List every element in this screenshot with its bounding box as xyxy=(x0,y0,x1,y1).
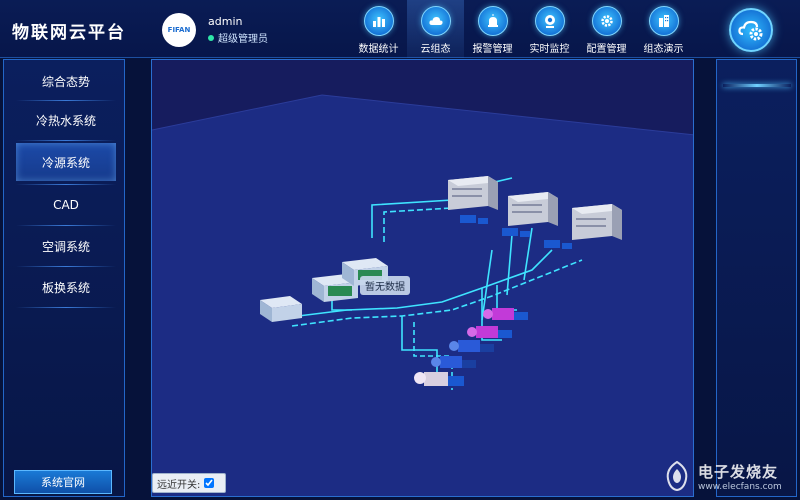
plant-3d-scene xyxy=(152,60,693,496)
right-panel xyxy=(716,59,797,497)
bar-chart-icon xyxy=(363,6,394,36)
cloud-settings-button[interactable] xyxy=(729,8,773,52)
cooling-tower xyxy=(448,176,498,210)
gear-icon xyxy=(591,6,622,36)
nav-label: 实时监控 xyxy=(529,44,570,55)
distance-switch-checkbox[interactable] xyxy=(204,478,215,488)
main-return-pipe xyxy=(291,259,583,327)
watermark: 电子发烧友 www.elecfans.com xyxy=(660,455,796,497)
water-pump xyxy=(467,326,512,338)
left-sidebar: 综合态势 冷热水系统 冷源系统 CAD 空调系统 板换系统 xyxy=(3,59,125,497)
user-role: 超级管理员 xyxy=(208,30,268,45)
watermark-brand: 电子发烧友 xyxy=(698,462,779,481)
system-website-button[interactable]: 系统官网 xyxy=(14,470,112,494)
brand-logo-icon xyxy=(666,460,688,492)
nav-label: 云组态 xyxy=(420,44,451,55)
alarm-icon xyxy=(477,6,508,36)
watermark-url: www.elecfans.com xyxy=(698,481,782,492)
building-icon xyxy=(648,6,679,36)
riser-pipe xyxy=(506,234,513,296)
distance-switch: 远近开关: xyxy=(152,473,226,493)
sidebar-item-hot-cold-water[interactable]: 冷热水系统 xyxy=(35,113,96,128)
wall-edge xyxy=(321,94,693,136)
nav-item-realtime-monitor[interactable]: 实时监控 xyxy=(521,0,578,58)
cloud-gear-icon xyxy=(738,20,763,41)
nav-label: 配置管理 xyxy=(586,44,627,55)
chiller-unit xyxy=(260,296,302,322)
sidebar-item-overview[interactable]: 综合态势 xyxy=(41,74,90,89)
cooling-tower xyxy=(572,204,622,240)
user-role-label: 超级管理员 xyxy=(218,34,268,45)
branch-pipe xyxy=(413,322,453,390)
wall-edge xyxy=(152,94,323,131)
no-data-tooltip: 暂无数据 xyxy=(360,276,410,295)
sidebar-item-air-conditioning[interactable]: 空调系统 xyxy=(41,239,90,254)
nav-item-cloud-config[interactable]: 云组态 xyxy=(407,0,464,58)
menu-divider xyxy=(16,184,116,185)
floor xyxy=(152,95,693,496)
menu-divider xyxy=(16,100,116,101)
panel-glow-line xyxy=(723,84,791,87)
menu-divider xyxy=(16,225,116,226)
nav-label: 数据统计 xyxy=(358,44,399,55)
online-status-dot xyxy=(208,34,214,41)
nav-item-data-statistics[interactable]: 数据统计 xyxy=(350,0,407,58)
nav-item-config-management[interactable]: 配置管理 xyxy=(578,0,635,58)
branch-pipe xyxy=(481,288,502,341)
water-pump xyxy=(483,308,528,320)
menu-divider xyxy=(16,140,116,141)
top-nav: 数据统计 云组态 报警管理 实时监控 配置管理 xyxy=(350,0,692,58)
sidebar-item-cad[interactable]: CAD xyxy=(53,198,79,212)
return-pipe xyxy=(383,192,483,242)
cooling-tower xyxy=(508,192,558,226)
water-pump xyxy=(449,340,494,352)
sidebar-item-plate-exchange[interactable]: 板换系统 xyxy=(41,280,90,295)
user-name: admin xyxy=(208,15,243,28)
distance-switch-label: 远近开关: xyxy=(157,479,201,491)
camera-icon xyxy=(534,6,565,36)
nav-label: 报警管理 xyxy=(472,44,513,55)
riser-pipe xyxy=(523,227,533,281)
cloud-icon xyxy=(420,6,451,36)
menu-divider xyxy=(16,266,116,267)
menu-divider xyxy=(16,307,116,308)
nav-item-config-demo[interactable]: 组态演示 xyxy=(635,0,692,58)
top-header: 物联网云平台 FIFAN admin 超级管理员 数据统计 云组态 报警管理 xyxy=(0,0,800,58)
tower-pumps xyxy=(460,215,572,249)
water-pump-selected xyxy=(414,372,464,386)
back-wall xyxy=(152,60,693,135)
water-pump xyxy=(431,356,476,368)
nav-label: 组态演示 xyxy=(643,44,684,55)
scene-viewport[interactable]: 暂无数据 xyxy=(151,59,694,497)
avatar-logo-text: FIFAN xyxy=(167,26,191,34)
sidebar-item-cooling-source[interactable]: 冷源系统 xyxy=(16,143,116,181)
avatar[interactable]: FIFAN xyxy=(162,13,196,47)
nav-item-alarm-management[interactable]: 报警管理 xyxy=(464,0,521,58)
app-title: 物联网云平台 xyxy=(12,23,126,43)
riser-pipe xyxy=(481,249,493,321)
